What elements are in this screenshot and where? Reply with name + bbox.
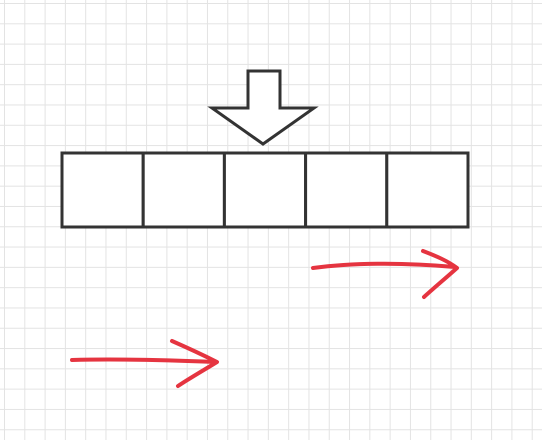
arrow-head (421, 249, 459, 299)
arrow-shaft (311, 261, 457, 270)
arrow-shaft (70, 357, 217, 364)
cell-1 (60, 151, 145, 229)
cell-4 (304, 151, 389, 229)
red-arrow-right-upper (311, 249, 459, 299)
cell-3 (222, 151, 308, 229)
down-arrow-pointer (207, 69, 319, 146)
cell-2 (141, 151, 226, 229)
arrow-head (170, 339, 219, 388)
cell-row (60, 151, 470, 229)
cell-5 (385, 151, 470, 229)
red-arrow-right-lower (70, 339, 219, 388)
